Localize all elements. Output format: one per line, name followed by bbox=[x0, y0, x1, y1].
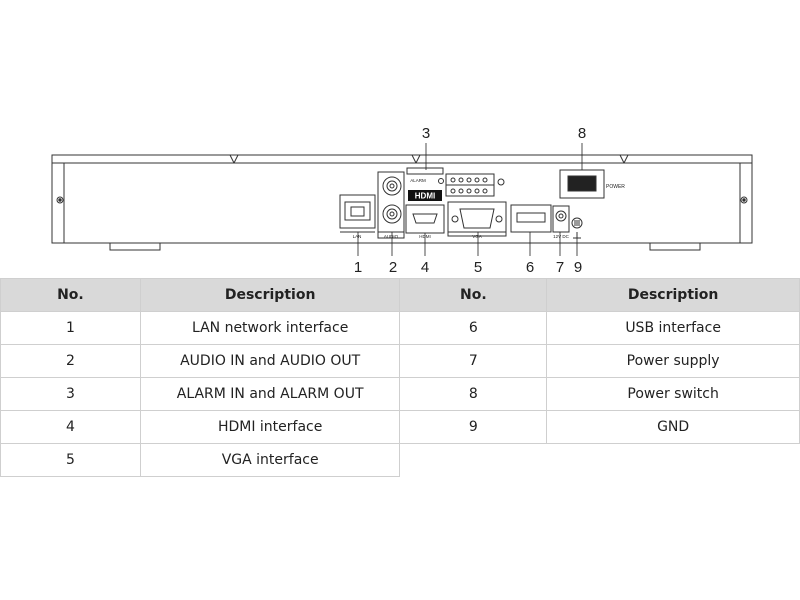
row-number: 5 bbox=[0, 443, 141, 477]
gnd-screw bbox=[571, 217, 583, 239]
table-row: 4 HDMI interface 9 GND bbox=[0, 410, 800, 444]
rear-panel-diagram: HDMI LAN AUDIO HDMI VGA ALARM 12V DC POW… bbox=[51, 125, 753, 276]
row-description: HDMI interface bbox=[139, 410, 401, 444]
callout-5: 5 bbox=[474, 259, 482, 276]
foot-left bbox=[109, 242, 161, 251]
row-description: LAN network interface bbox=[139, 311, 401, 345]
screw-hole bbox=[740, 196, 748, 204]
row-number: 8 bbox=[399, 377, 548, 411]
lan-label: LAN bbox=[353, 234, 362, 239]
vga-label: VGA bbox=[472, 234, 482, 239]
empty-cell bbox=[546, 443, 800, 477]
callout-7: 7 bbox=[556, 259, 564, 276]
empty-cell bbox=[399, 443, 547, 477]
foot-right bbox=[649, 242, 701, 251]
row-description: USB interface bbox=[546, 311, 800, 345]
chassis bbox=[51, 154, 753, 244]
usb-port bbox=[510, 204, 552, 233]
header-description-left: Description bbox=[139, 278, 401, 312]
row-number: 6 bbox=[399, 311, 548, 345]
row-number: 2 bbox=[0, 344, 141, 378]
table-row: 5 VGA interface bbox=[0, 443, 800, 477]
callout-8: 8 bbox=[578, 125, 586, 142]
table-row: 2 AUDIO IN and AUDIO OUT 7 Power supply bbox=[0, 344, 800, 378]
row-description: VGA interface bbox=[139, 443, 401, 477]
row-number: 7 bbox=[399, 344, 548, 378]
audio-label: AUDIO bbox=[384, 234, 399, 239]
row-description: AUDIO IN and AUDIO OUT bbox=[139, 344, 401, 378]
row-number: 1 bbox=[0, 311, 141, 345]
table-row: 1 LAN network interface 6 USB interface bbox=[0, 311, 800, 345]
header-description-right: Description bbox=[546, 278, 800, 312]
callout-2: 2 bbox=[389, 259, 397, 276]
screw-hole bbox=[56, 196, 64, 204]
row-description: GND bbox=[546, 410, 800, 444]
callout-6: 6 bbox=[526, 259, 534, 276]
voltage-label: 12V DC bbox=[553, 234, 570, 239]
table-header-row: No. Description No. Description bbox=[0, 278, 800, 312]
header-no-right: No. bbox=[399, 278, 548, 312]
table-row: 3 ALARM IN and ALARM OUT 8 Power switch bbox=[0, 377, 800, 411]
header-no-left: No. bbox=[0, 278, 141, 312]
callout-4: 4 bbox=[421, 259, 429, 276]
row-description: Power switch bbox=[546, 377, 800, 411]
hdmi-bar-label: HDMI bbox=[419, 234, 431, 239]
interface-table: No. Description No. Description 1 LAN ne… bbox=[0, 278, 800, 477]
row-description: ALARM IN and ALARM OUT bbox=[139, 377, 401, 411]
audio-port-group bbox=[377, 171, 405, 239]
hdmi-logo bbox=[408, 190, 442, 201]
alarm-label: ALARM bbox=[410, 178, 426, 183]
power-label: POWER bbox=[606, 184, 625, 190]
hdmi-logo-text: HDMI bbox=[415, 192, 435, 201]
row-number: 9 bbox=[399, 410, 548, 444]
callout-9: 9 bbox=[574, 259, 582, 276]
callout-3: 3 bbox=[422, 125, 430, 142]
vga-port bbox=[447, 201, 507, 237]
row-description: Power supply bbox=[546, 344, 800, 378]
row-number: 4 bbox=[0, 410, 141, 444]
power-jack bbox=[552, 205, 570, 233]
row-number: 3 bbox=[0, 377, 141, 411]
callout-1: 1 bbox=[354, 259, 362, 276]
alarm-terminal bbox=[406, 167, 505, 197]
lan-port bbox=[339, 194, 376, 233]
